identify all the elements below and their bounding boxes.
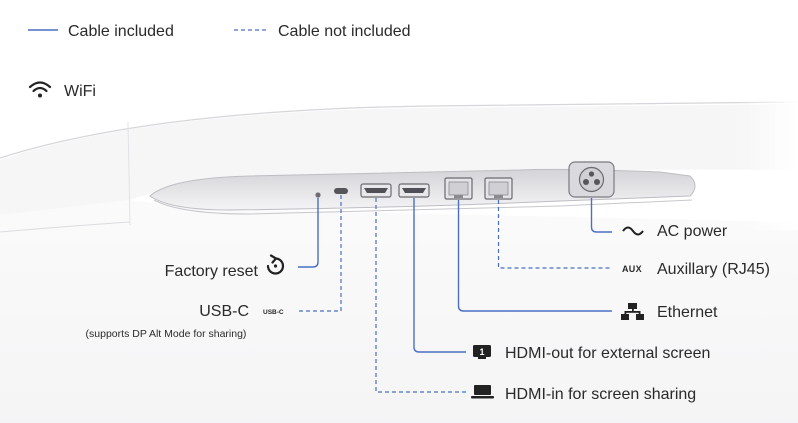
aux-callout: AUX Auxillary (RJ45) — [622, 261, 770, 278]
device-rear-face — [0, 200, 798, 423]
ports — [315, 161, 615, 200]
wifi-label: WiFi — [64, 83, 96, 100]
device-vertical-seam — [127, 121, 131, 226]
aux-port[interactable] — [484, 177, 513, 200]
connector-lines — [298, 195, 612, 393]
legend: Cable included Cable not included — [28, 23, 411, 40]
hdmi-out-connector — [413, 198, 466, 353]
ethernet-port[interactable] — [444, 177, 473, 200]
tilde-icon — [622, 226, 644, 236]
device-mid-edge — [0, 221, 131, 233]
factory-reset-callout: Factory reset — [165, 254, 285, 280]
ac-power-inlet[interactable] — [568, 161, 615, 198]
factory-reset-connector — [298, 198, 319, 268]
usb-c-label: USB-C — [199, 303, 249, 320]
legend-cable-not-included-label: Cable not included — [278, 23, 411, 40]
usb-c-note: (supports DP Alt Mode for sharing) — [86, 328, 247, 340]
usb-c-connector — [298, 195, 342, 312]
ac-power-callout: AC power — [622, 223, 728, 240]
wifi-icon — [28, 81, 52, 98]
hdmi-out-label: HDMI-out for external screen — [505, 345, 710, 362]
factory-reset-label: Factory reset — [165, 263, 259, 280]
aux-badge: AUX — [622, 264, 642, 274]
usb-c-badge: USB-C — [263, 309, 284, 316]
hdmi-in-callout: HDMI-in for screen sharing — [471, 385, 696, 403]
laptop-icon — [471, 385, 494, 399]
wifi-row: WiFi — [28, 81, 96, 100]
factory-reset-pinhole[interactable] — [315, 192, 321, 198]
ethernet-label: Ethernet — [657, 304, 718, 321]
hdmi-out-port[interactable] — [398, 183, 430, 198]
ac-power-connector — [590, 198, 612, 233]
network-icon — [621, 303, 644, 320]
aux-label: Auxillary (RJ45) — [657, 261, 770, 278]
hdmi-out-callout: 1 HDMI-out for external screen — [473, 345, 710, 362]
hdmi-in-connector — [375, 198, 466, 393]
monitor-1-icon: 1 — [473, 345, 491, 359]
usb-c-port[interactable] — [334, 188, 348, 194]
usb-c-callout: USB-C USB-C (supports DP Alt Mode for sh… — [86, 303, 284, 340]
hdmi-in-label: HDMI-in for screen sharing — [505, 386, 696, 403]
aux-connector — [497, 200, 610, 269]
device-top-edge — [0, 101, 798, 159]
hdmi-in-port[interactable] — [360, 183, 392, 198]
ethernet-connector — [457, 200, 612, 312]
reset-icon — [266, 254, 285, 275]
legend-cable-included-label: Cable included — [68, 23, 174, 40]
ac-power-label: AC power — [657, 223, 728, 240]
ethernet-callout: Ethernet — [621, 303, 718, 321]
port-recess-lip — [153, 199, 693, 215]
svg-text:1: 1 — [479, 347, 484, 357]
